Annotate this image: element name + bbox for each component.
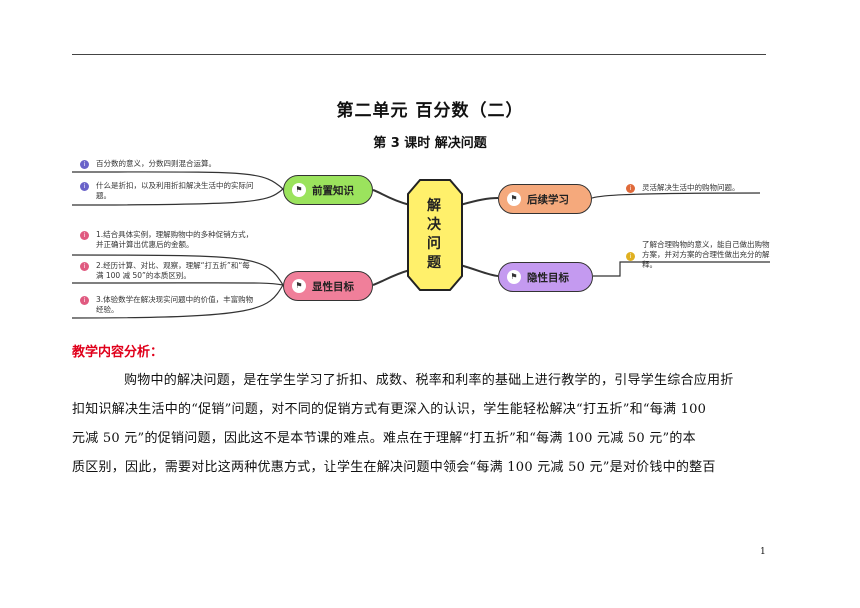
branch-prior-knowledge: ⚑ 前置知识 bbox=[283, 175, 373, 205]
header-rule bbox=[72, 54, 766, 55]
leaf-implicit-1: i 了解合理购物的意义，能自己做出购物方案，并对方案的合理性做出充分的解释。 bbox=[622, 240, 772, 270]
flag-icon: ⚑ bbox=[507, 270, 521, 284]
info-icon: i bbox=[80, 231, 89, 240]
center-char: 决 bbox=[427, 217, 441, 233]
analysis-paragraph: 购物中的解决问题，是在学生学习了折扣、成数、税率和利率的基础上进行教学的，引导学… bbox=[72, 366, 772, 482]
flag-icon: ⚑ bbox=[292, 279, 306, 293]
branch-label: 隐性目标 bbox=[527, 271, 569, 284]
flag-icon: ⚑ bbox=[507, 192, 521, 206]
leaf-text: 灵活解决生活中的购物问题。 bbox=[642, 183, 740, 192]
center-char: 解 bbox=[427, 198, 441, 214]
leaf-text: 了解合理购物的意义，能自己做出购物方案，并对方案的合理性做出充分的解释。 bbox=[642, 240, 770, 269]
leaf-text: 什么是折扣，以及利用折扣解决生活中的实际问题。 bbox=[96, 181, 254, 200]
leaf-prior-2: i 什么是折扣，以及利用折扣解决生活中的实际问题。 bbox=[76, 181, 261, 201]
info-icon: i bbox=[80, 262, 89, 271]
document-subtitle: 第 3 课时 解决问题 bbox=[373, 136, 487, 151]
branch-implicit-goals: ⚑ 隐性目标 bbox=[498, 262, 593, 292]
section-heading: 教学内容分析： bbox=[72, 345, 164, 360]
leaf-text: 3.体验数学在解决现实问题中的价值，丰富购物经验。 bbox=[96, 295, 254, 314]
center-node-shape bbox=[407, 179, 463, 291]
info-icon: i bbox=[80, 182, 89, 191]
leaf-explicit-1: i 1.结合具体实例，理解购物中的多种促销方式，并正确计算出优惠后的金额。 bbox=[76, 230, 254, 250]
info-icon: i bbox=[80, 296, 89, 305]
leaf-prior-1: i 百分数的意义，分数四则混合运算。 bbox=[76, 159, 266, 169]
center-node-label: 解 决 问 题 bbox=[409, 180, 459, 290]
paragraph-line: 元减 50 元”的促销问题，因此这不是本节课的难点。难点在于理解“打五折”和“每… bbox=[72, 431, 696, 446]
branch-label: 显性目标 bbox=[312, 280, 354, 293]
leaf-text: 2.经历计算、对比、观察，理解“打五折”和“每满 100 减 50”的本质区别。 bbox=[96, 261, 250, 280]
page-number: 1 bbox=[760, 547, 766, 557]
document-title: 第二单元 百分数（二） bbox=[336, 101, 524, 121]
center-char: 题 bbox=[427, 255, 441, 271]
center-char: 问 bbox=[427, 236, 441, 252]
branch-label: 后续学习 bbox=[527, 193, 569, 206]
info-icon: i bbox=[626, 184, 635, 193]
info-icon: i bbox=[626, 252, 635, 261]
flag-icon: ⚑ bbox=[292, 183, 306, 197]
info-icon: i bbox=[80, 160, 89, 169]
paragraph-line: 质区别，因此，需要对比这两种优惠方式，让学生在解决问题中领会“每满 100 元减… bbox=[72, 460, 716, 475]
paragraph-line: 扣知识解决生活中的“促销”问题，对不同的促销方式有更深入的认识，学生能轻松解决“… bbox=[72, 402, 707, 417]
leaf-explicit-3: i 3.体验数学在解决现实问题中的价值，丰富购物经验。 bbox=[76, 295, 254, 315]
leaf-text: 1.结合具体实例，理解购物中的多种促销方式，并正确计算出优惠后的金额。 bbox=[96, 230, 254, 249]
paragraph-line: 购物中的解决问题，是在学生学习了折扣、成数、税率和利率的基础上进行教学的，引导学… bbox=[124, 373, 734, 388]
leaf-text: 百分数的意义，分数四则混合运算。 bbox=[96, 159, 216, 168]
leaf-followup-1: i 灵活解决生活中的购物问题。 bbox=[622, 183, 772, 193]
leaf-explicit-2: i 2.经历计算、对比、观察，理解“打五折”和“每满 100 减 50”的本质区… bbox=[76, 261, 256, 281]
branch-explicit-goals: ⚑ 显性目标 bbox=[283, 271, 373, 301]
branch-follow-up: ⚑ 后续学习 bbox=[498, 184, 592, 214]
mindmap-canvas bbox=[71, 171, 770, 319]
branch-label: 前置知识 bbox=[312, 184, 354, 197]
